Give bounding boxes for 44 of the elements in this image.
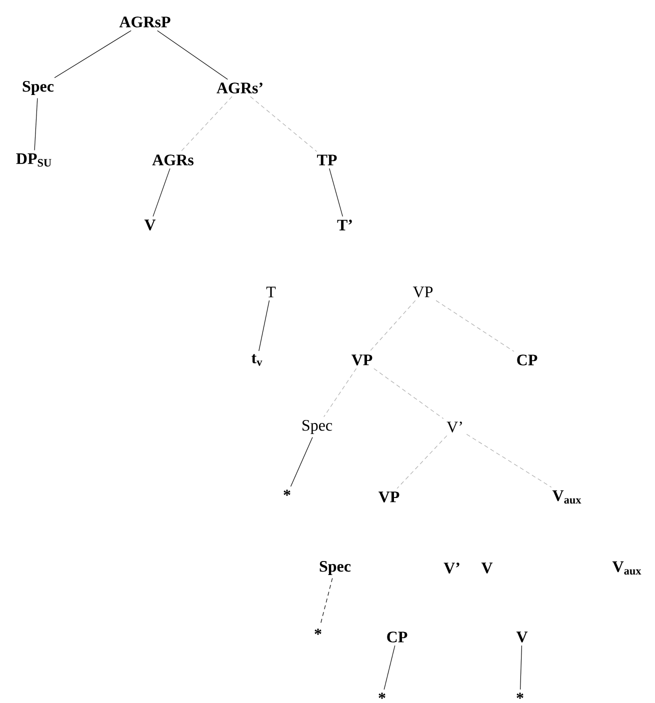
branch-line: [290, 436, 313, 487]
tree-label: V’: [444, 562, 460, 574]
tree-label: TP: [317, 154, 337, 166]
branch-line: [396, 435, 448, 489]
branch-line: [250, 96, 318, 152]
tree-label: CP: [387, 632, 408, 642]
tree-label: *: [314, 628, 322, 635]
tree-label: *: [516, 692, 524, 699]
tree-label: DP$_{SU}$: [16, 153, 52, 167]
branch-line: [436, 300, 514, 352]
tree-label: AGRs’: [216, 82, 262, 94]
branch-line: [324, 368, 357, 418]
branch-line: [34, 98, 38, 151]
branch-line: [384, 645, 396, 690]
branch-line: [369, 300, 416, 352]
tree-label: *: [284, 490, 290, 496]
tree-label: V: [144, 220, 156, 230]
tree-label: VP: [412, 286, 433, 298]
tree-label: VP: [352, 354, 372, 366]
tree-label: V$_{aux}$: [552, 490, 582, 504]
tree-label: Spec: [320, 561, 351, 575]
tree-label: V: [516, 632, 528, 642]
tree-label: V’: [446, 422, 462, 432]
tree-label: AGRs: [152, 154, 194, 166]
branch-line: [152, 168, 170, 217]
branch-line: [54, 30, 132, 78]
branch-line: [520, 645, 522, 690]
tree-label: VP: [378, 492, 400, 502]
tree-label: CP: [517, 354, 538, 366]
tree-label: Spec: [22, 81, 54, 95]
tree-label: Spec: [302, 420, 332, 434]
tree-label: V$_{aux}$: [612, 561, 642, 575]
branch-line: [466, 434, 552, 488]
branch-line: [374, 368, 444, 419]
tree-label: *: [378, 692, 386, 699]
branch-line: [329, 168, 343, 217]
tree-label: AGRsP: [119, 16, 170, 28]
tree-label: V: [481, 562, 493, 574]
branch-line: [157, 30, 228, 80]
branch-line: [180, 96, 232, 152]
branch-line: [258, 300, 270, 352]
tree-label: T’: [337, 220, 352, 230]
tree-label: T: [266, 286, 276, 298]
tree-label: t$_{v}$: [252, 354, 262, 366]
